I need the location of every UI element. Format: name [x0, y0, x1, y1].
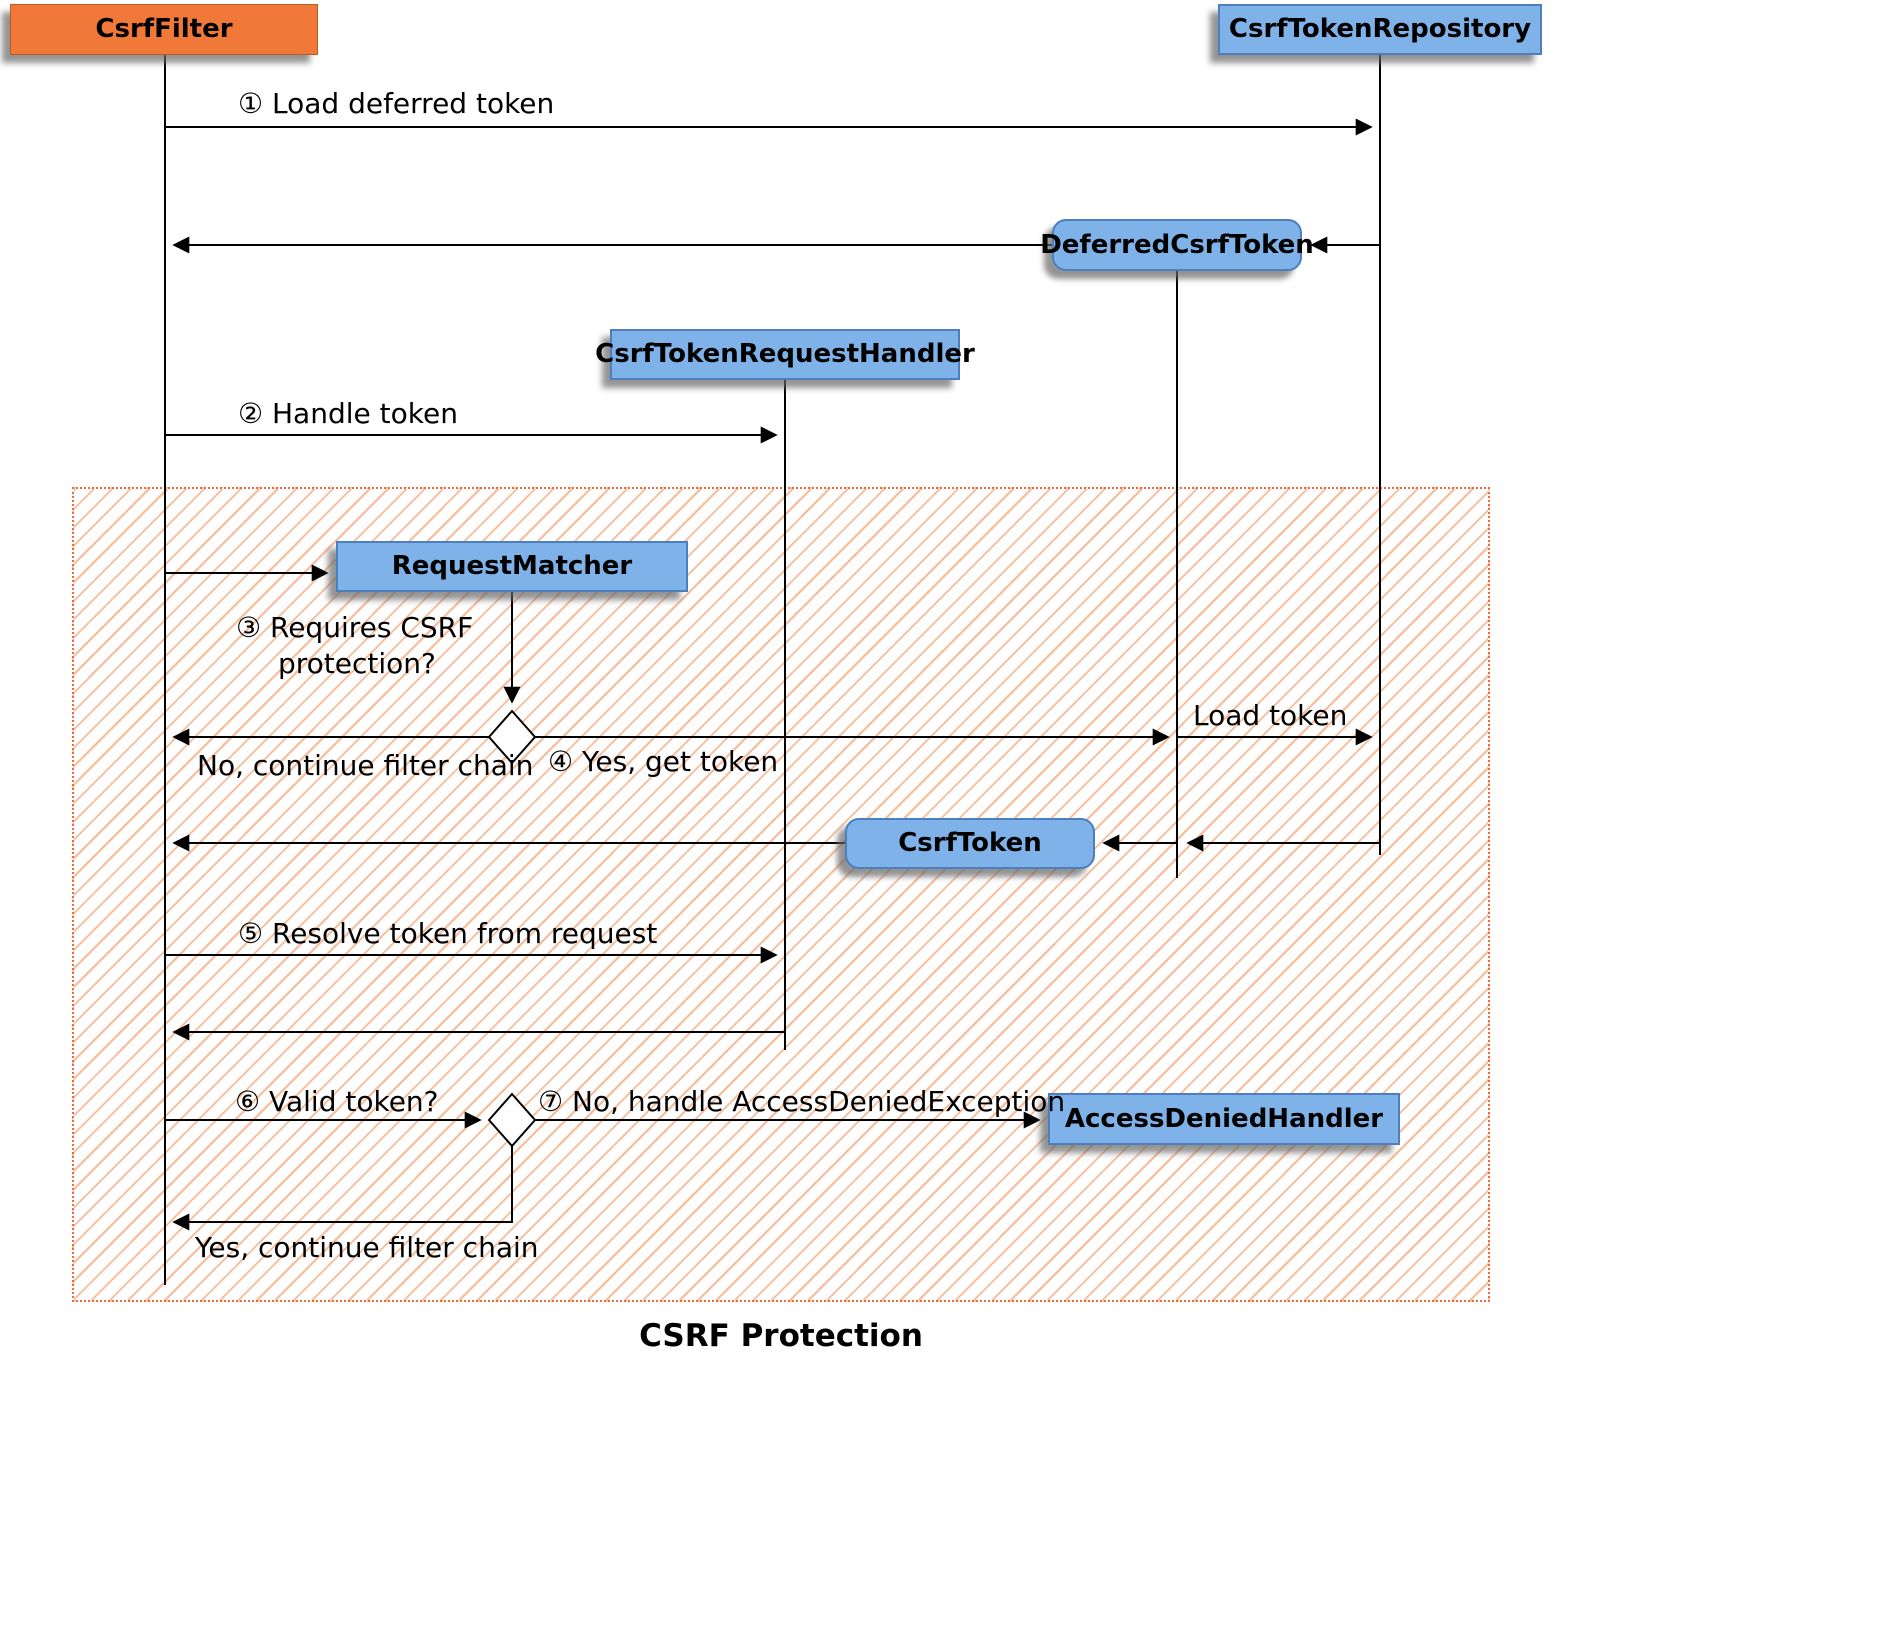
node-access-denied-handler-label: AccessDeniedHandler — [1064, 1103, 1384, 1134]
msg-handle-token: ② Handle token — [238, 397, 458, 430]
msg-no-handle-access-denied-exception: ⑦ No, handle AccessDeniedException — [538, 1085, 1066, 1118]
node-csrf-filter-label: CsrfFilter — [95, 14, 233, 45]
node-csrf-token: CsrfToken — [845, 818, 1095, 869]
msg-load-deferred-token: ① Load deferred token — [238, 87, 555, 120]
node-deferred-csrf-token: DeferredCsrfToken — [1040, 219, 1314, 271]
decision-valid-token — [487, 1092, 537, 1148]
node-request-matcher: RequestMatcher — [336, 541, 688, 592]
arrow-yes-continue-filter-chain — [172, 1146, 513, 1231]
node-csrf-token-label: CsrfToken — [898, 828, 1042, 859]
msg-yes-get-token: ④ Yes, get token — [548, 745, 779, 778]
msg-load-token: Load token — [1193, 699, 1348, 732]
msg-resolve-token-from-request: ⑤ Resolve token from request — [238, 917, 658, 950]
diagram-caption: CSRF Protection — [639, 1318, 923, 1354]
msg-yes-continue-filter-chain: Yes, continue filter chain — [195, 1231, 539, 1264]
msg-requires-csrf-protection-line1: ③ Requires CSRF — [236, 611, 474, 644]
node-csrf-token-repository-label: CsrfTokenRepository — [1228, 14, 1532, 45]
node-request-matcher-label: RequestMatcher — [391, 551, 633, 582]
node-csrf-filter: CsrfFilter — [10, 4, 318, 55]
node-deferred-csrf-token-label: DeferredCsrfToken — [1040, 229, 1314, 260]
msg-valid-token: ⑥ Valid token? — [235, 1085, 439, 1118]
msg-no-continue-filter-chain: No, continue filter chain — [197, 749, 534, 782]
msg-requires-csrf-protection-line2: protection? — [278, 647, 436, 681]
msg-requires-csrf-protection: ③ Requires CSRF protection? — [236, 610, 536, 683]
node-access-denied-handler: AccessDeniedHandler — [1048, 1093, 1400, 1145]
node-csrf-token-repository: CsrfTokenRepository — [1218, 4, 1542, 55]
decision-requires-csrf — [487, 709, 537, 765]
node-csrf-token-request-handler: CsrfTokenRequestHandler — [595, 329, 975, 380]
csrf-protection-region — [72, 487, 1490, 1302]
node-csrf-token-request-handler-label: CsrfTokenRequestHandler — [595, 339, 975, 370]
